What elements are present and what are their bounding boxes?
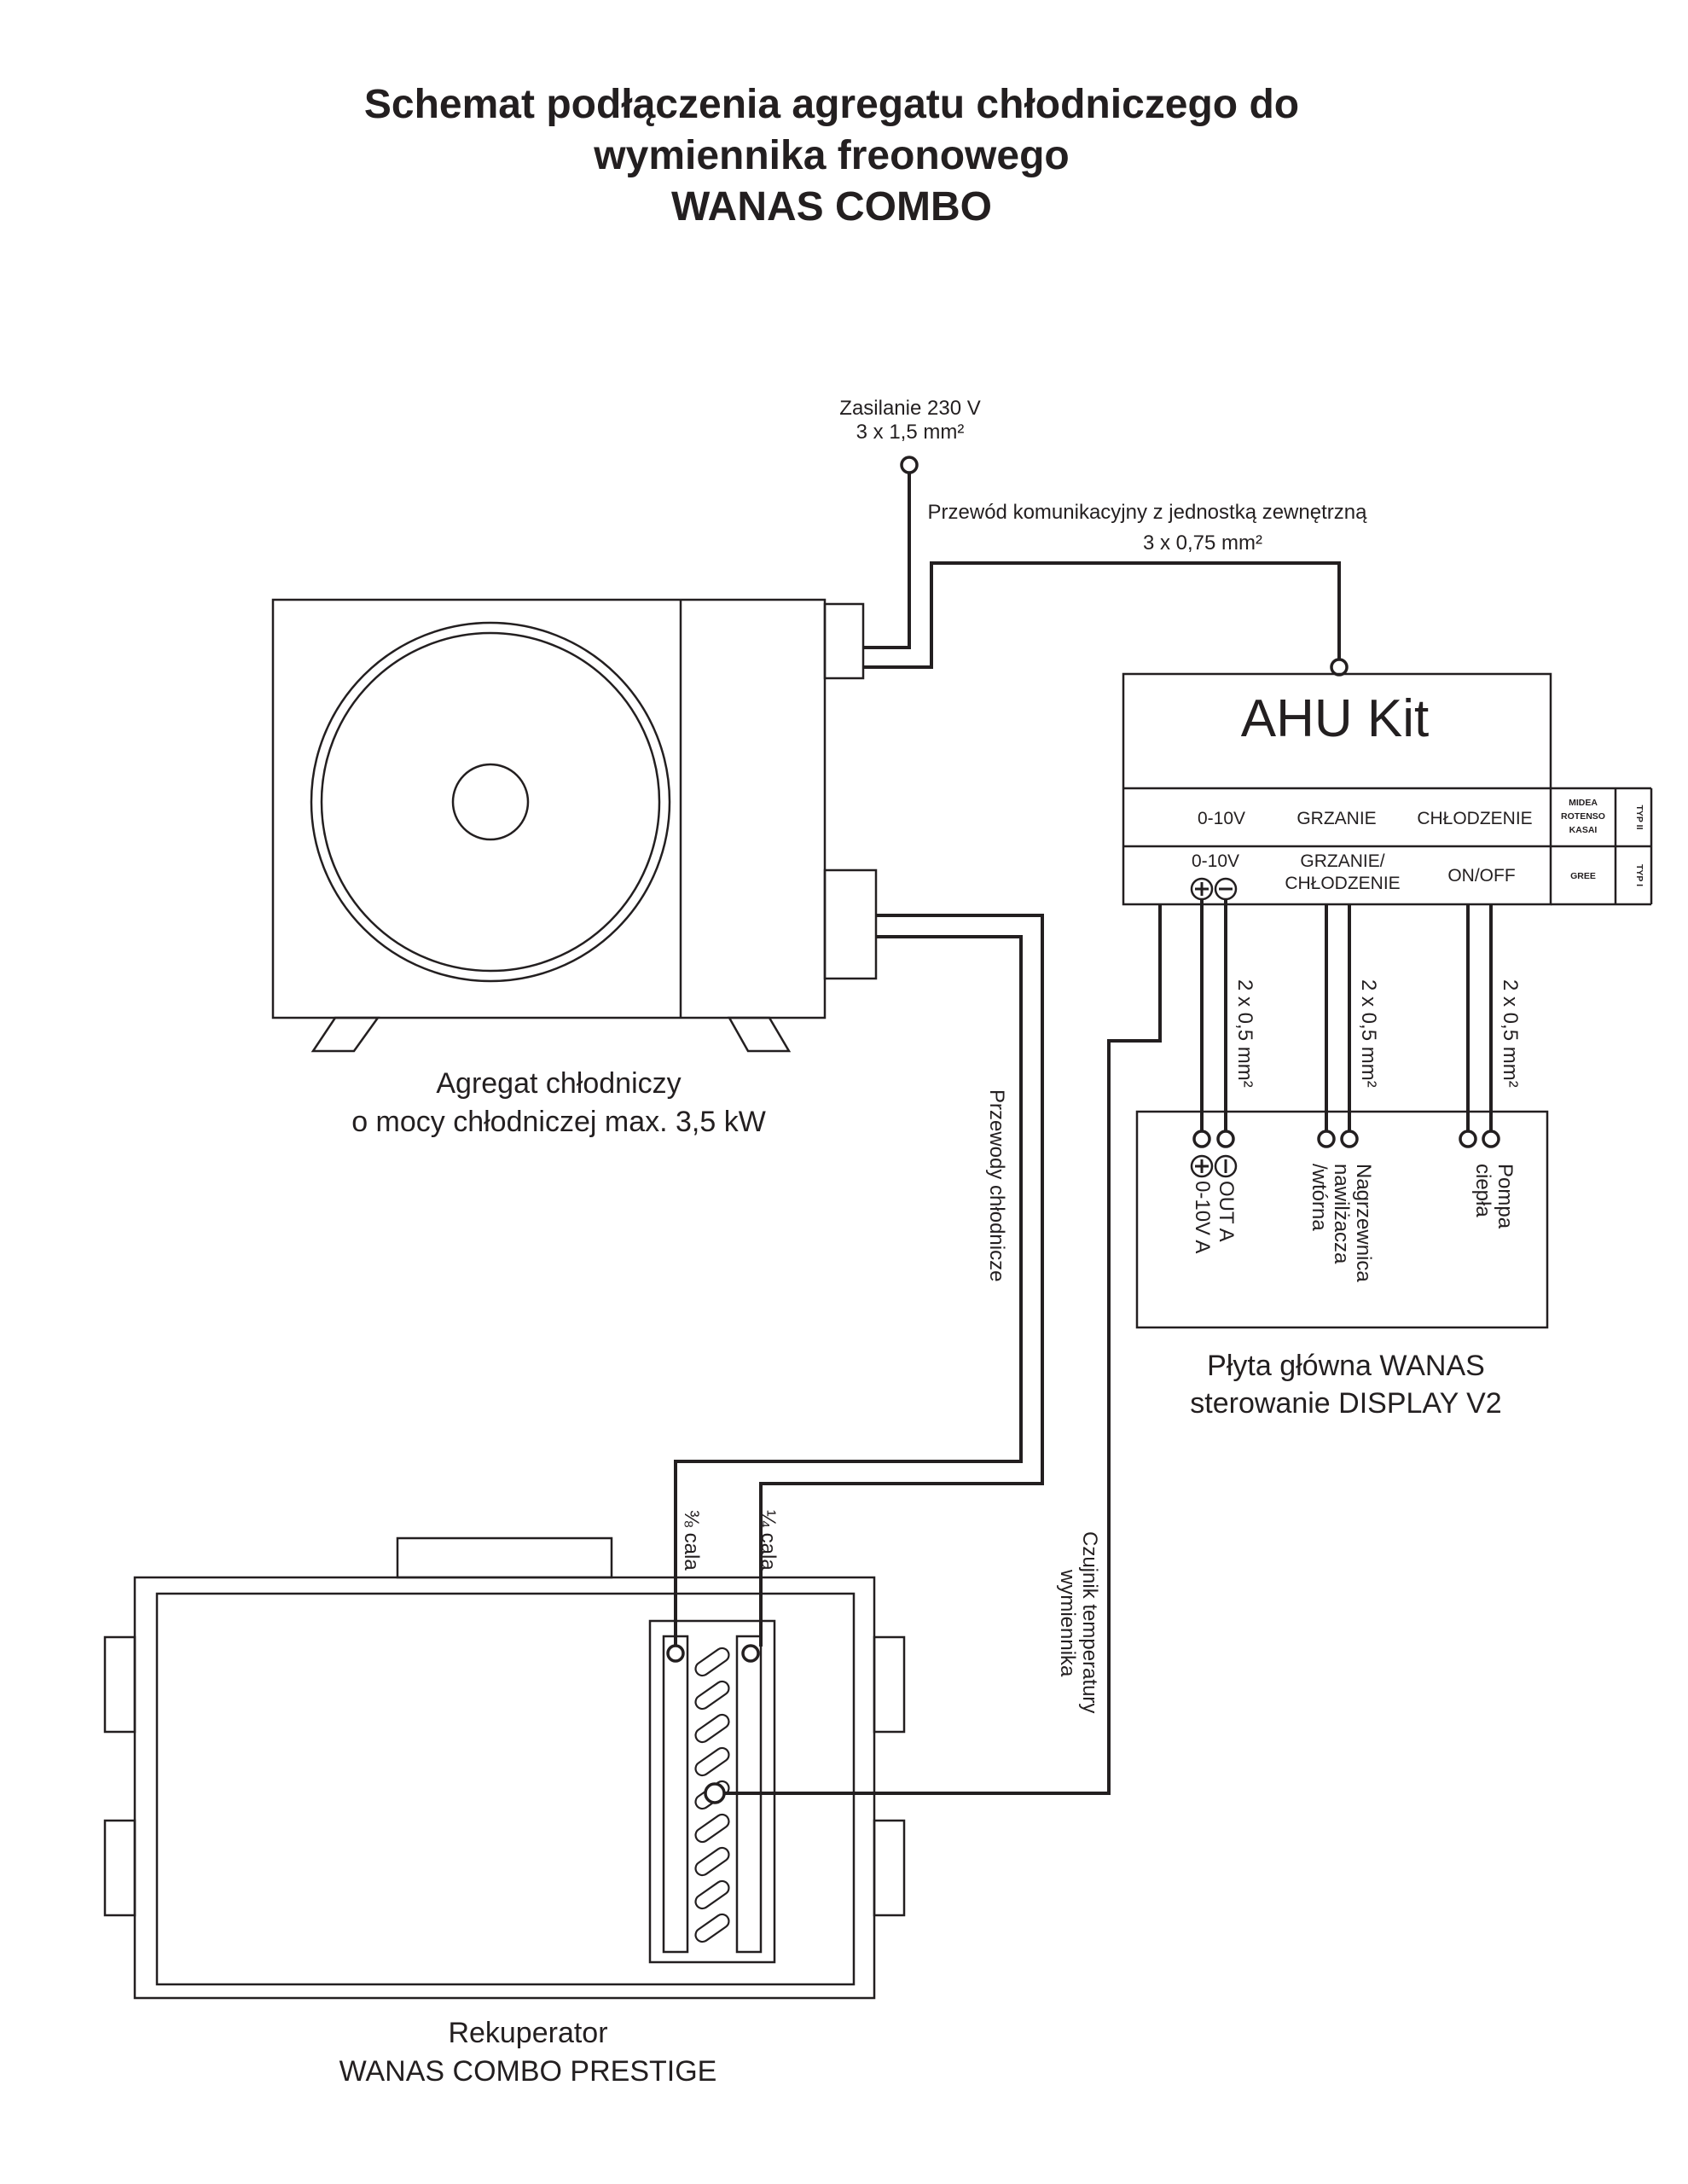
- sensor-wire: [715, 904, 1162, 1795]
- mainboard-terminal-label-heater-1: Nagrzewnica: [1352, 1164, 1375, 1282]
- pipe-size-large-label: ⅜ cala: [680, 1510, 703, 1571]
- ahu-type-ii: TYP II: [1634, 805, 1644, 830]
- ahu-type-i: TYP I: [1634, 864, 1644, 886]
- ahu-brand-rotenso: ROTENSO: [1561, 811, 1605, 822]
- duct-stub-right-bottom: [873, 1819, 906, 1917]
- title-line-1: Schemat podłączenia agregatu chłodniczeg…: [364, 82, 1299, 127]
- mainboard-terminal-label-heater-2: nawilżacza: [1330, 1164, 1353, 1264]
- ahu-comm-terminal: [1330, 658, 1349, 677]
- mainboard-terminal-label-heater-3: /wtórna: [1308, 1164, 1331, 1231]
- comm-cable-label-line-2: 3 x 0,75 mm²: [1143, 531, 1262, 555]
- coil-fin-1: [694, 1647, 730, 1677]
- mainboard-terminal-heater-2: [1340, 1130, 1359, 1148]
- ahu-row3-col2-line-2: CHŁODZENIE: [1285, 874, 1400, 893]
- coil-fin-7: [694, 1846, 730, 1877]
- coil-header-right: [735, 1635, 763, 1954]
- title-line-2: wymiennika freonowego: [593, 133, 1069, 178]
- mainboard-terminal-pump-1: [1459, 1130, 1477, 1148]
- title-line-3: WANAS COMBO: [671, 184, 992, 229]
- mainboard-terminal-label-out-a: OUT A: [1215, 1181, 1238, 1242]
- mainboard-plus-icon: [1190, 1154, 1214, 1178]
- mainboard-terminal-0-10v-minus: [1216, 1130, 1235, 1148]
- mainboard-minus-icon: [1214, 1154, 1238, 1178]
- power-supply-wire: [863, 465, 911, 649]
- ahu-plus-icon: [1190, 877, 1214, 901]
- electrical-connector-box: [823, 602, 865, 680]
- comm-cable-label-line-1: Przewód komunikacyjny z jednostką zewnęt…: [928, 501, 1368, 524]
- outdoor-unit-casing: [271, 598, 827, 1019]
- mainboard-terminal-pump-2: [1482, 1130, 1500, 1148]
- recuperator-label-line-2: WANAS COMBO PRESTIGE: [339, 2055, 717, 2088]
- cable-spec-2: 2 x 0,5 mm²: [1357, 979, 1380, 1088]
- recuperator-inner-casing: [155, 1592, 856, 1986]
- right-foot: [727, 1016, 792, 1053]
- ahu-row2-col2: GRZANIE: [1296, 809, 1376, 828]
- pipe-size-small-label: ¼ cala: [757, 1510, 780, 1571]
- ahu-brand-kasai: KASAI: [1569, 825, 1598, 835]
- refrigerant-pipes-label: Przewody chłodnicze: [985, 1089, 1008, 1281]
- ahu-row2-col3: CHŁODZENIE: [1417, 809, 1532, 828]
- duct-stub-left-top: [103, 1635, 136, 1734]
- recuperator-top-port: [396, 1536, 613, 1579]
- ahu-minus-icon: [1214, 877, 1238, 901]
- mainboard-label-line-1: Płyta główna WANAS: [1207, 1350, 1485, 1382]
- recuperator-outer-casing: [133, 1576, 876, 2000]
- fan-grille: [320, 631, 661, 973]
- cable-spec-1: 2 x 0,5 mm²: [1233, 979, 1256, 1088]
- fan-outer-ring: [310, 621, 671, 983]
- refrigerant-connector-box: [823, 868, 878, 980]
- sensor-label-line-1: Czujnik temperatury: [1078, 1531, 1101, 1713]
- cable-spec-3: 2 x 0,5 mm²: [1499, 979, 1522, 1088]
- coil-fin-2: [694, 1680, 730, 1711]
- ahu-brand-midea: MIDEA: [1569, 798, 1598, 808]
- coil-inlet-terminal-small: [741, 1644, 760, 1663]
- coil-header-left: [662, 1635, 689, 1954]
- mainboard-label-line-2: sterowanie DISPLAY V2: [1190, 1387, 1501, 1420]
- duct-stub-left-bottom: [103, 1819, 136, 1917]
- communication-wire: [863, 561, 1341, 669]
- outdoor-unit-label-line-1: Agregat chłodniczy: [436, 1067, 681, 1100]
- ahu-row3-col3: ON/OFF: [1447, 866, 1515, 886]
- recuperator: [103, 1536, 906, 2000]
- duct-stub-right-top: [873, 1635, 906, 1734]
- ahu-kit-title: AHU Kit: [1241, 689, 1429, 748]
- mainboard-terminal-label-pump-2: ciepła: [1471, 1164, 1494, 1217]
- mainboard-terminal-label-pump-1: Pompa: [1494, 1164, 1517, 1229]
- power-terminal: [900, 456, 919, 474]
- ahu-brand-gree: GREE: [1570, 871, 1596, 881]
- ahu-row3-col2-line-1: GRZANIE/: [1300, 851, 1384, 871]
- power-label-line-2: 3 x 1,5 mm²: [856, 421, 965, 444]
- coil-fin-6: [694, 1813, 730, 1844]
- refrigerant-pipe-large: [674, 935, 1023, 1647]
- mainboard-terminal-label-0-10v-a: 0-10V A: [1191, 1181, 1214, 1253]
- coil-fin-8: [694, 1879, 730, 1910]
- coil-frame: [648, 1619, 776, 1964]
- coil-fin-3: [694, 1713, 730, 1744]
- ahu-kit: AHU Kit 0-10V GRZANIE CHŁODZENIE MIDEA R…: [1122, 672, 1653, 906]
- sensor-label-line-2: wymiennika: [1056, 1569, 1079, 1677]
- coil-fin-9: [694, 1913, 730, 1943]
- ahu-row3-col1: 0-10V: [1192, 851, 1239, 871]
- temperature-sensor: [704, 1782, 726, 1804]
- mainboard-terminal-0-10v-plus: [1192, 1130, 1211, 1148]
- ahu-row2-col1: 0-10V: [1198, 809, 1245, 828]
- fan-hub: [451, 763, 530, 841]
- recuperator-label-line-1: Rekuperator: [448, 2017, 607, 2049]
- mainboard-box: [1135, 1110, 1549, 1329]
- left-foot: [310, 1016, 380, 1053]
- power-label-line-1: Zasilanie 230 V: [839, 397, 980, 420]
- diagram-title: Schemat podłączenia agregatu chłodniczeg…: [364, 82, 1299, 229]
- coil-fin-4: [694, 1746, 730, 1777]
- mainboard-terminal-heater-1: [1317, 1130, 1336, 1148]
- refrigerant-pipe-small: [759, 914, 1044, 1647]
- coil-inlet-terminal-large: [666, 1644, 685, 1663]
- outdoor-unit-label-line-2: o mocy chłodniczej max. 3,5 kW: [351, 1106, 766, 1138]
- outdoor-unit: [271, 598, 878, 1053]
- freon-exchanger-coil: [648, 1619, 776, 1964]
